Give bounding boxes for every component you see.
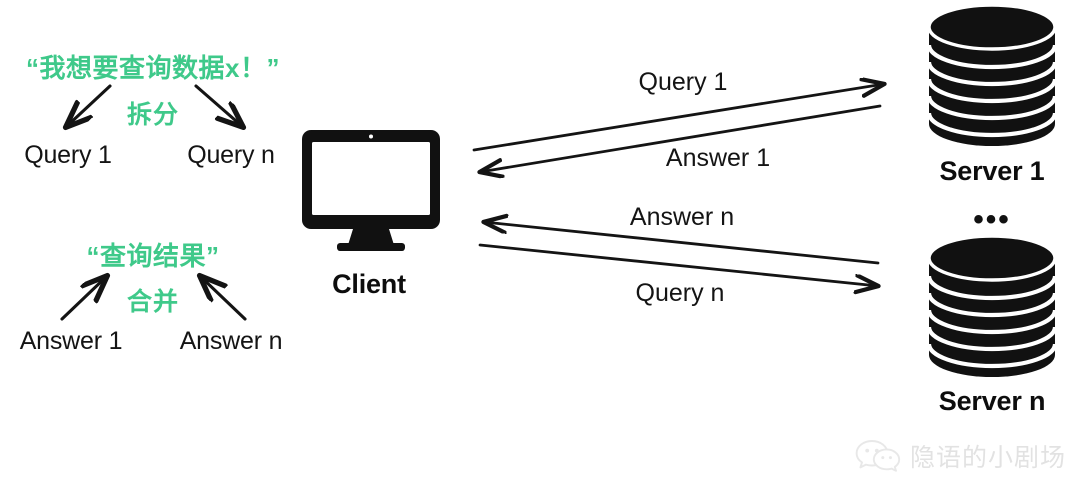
flow-arrow-answer-n bbox=[484, 222, 880, 265]
client-label: Client bbox=[332, 269, 406, 299]
split-operation-label: 拆分 bbox=[126, 101, 180, 129]
merge-arrow-right bbox=[200, 276, 247, 321]
wechat-icon bbox=[855, 440, 901, 472]
database-stack-icon-server-n bbox=[926, 234, 1058, 377]
split-output-query-1: Query 1 bbox=[24, 141, 112, 169]
split-arrow-right bbox=[194, 84, 243, 127]
split-arrow-left bbox=[66, 84, 112, 127]
split-output-query-n: Query n bbox=[187, 141, 275, 169]
server-1-label: Server 1 bbox=[939, 156, 1045, 186]
flow-label-query-n: Query n bbox=[635, 279, 725, 307]
flow-label-answer-n: Answer n bbox=[629, 203, 735, 231]
flow-arrow-answer-1 bbox=[480, 104, 882, 172]
merged-result-quote: “查询结果” bbox=[86, 241, 220, 271]
flow-label-query-1: Query 1 bbox=[638, 68, 728, 96]
flow-label-answer-1: Answer 1 bbox=[665, 144, 771, 172]
flow-arrow-query-n bbox=[478, 243, 878, 286]
servers-ellipsis: ••• bbox=[973, 203, 1011, 236]
merge-input-answer-1: Answer 1 bbox=[19, 327, 123, 355]
desktop-monitor-icon bbox=[302, 130, 440, 251]
database-stack-icon-server-1 bbox=[926, 3, 1058, 146]
flow-arrow-query-1 bbox=[472, 84, 884, 152]
watermark: 隐语的小剧场 bbox=[855, 438, 1066, 474]
watermark-text: 隐语的小剧场 bbox=[909, 443, 1066, 472]
merge-input-answer-n: Answer n bbox=[179, 327, 283, 355]
merge-operation-label: 合并 bbox=[126, 288, 180, 316]
merge-arrow-left bbox=[60, 276, 107, 321]
source-query-quote: “我想要查询数据x！” bbox=[26, 53, 280, 83]
server-n-label: Server n bbox=[938, 386, 1046, 416]
